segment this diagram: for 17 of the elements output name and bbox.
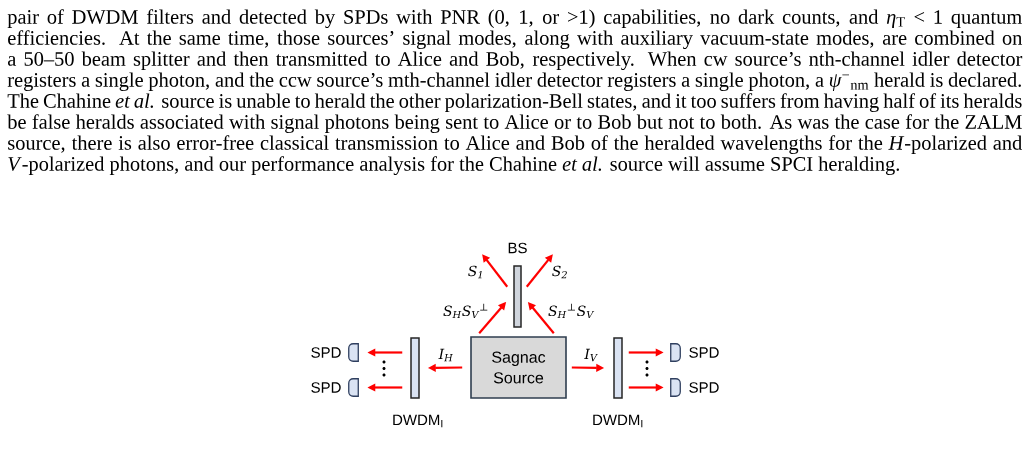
edge-label: I$_{V}$ <box>584 348 598 362</box>
detector-label: SPD <box>311 382 341 393</box>
source-box: Sagnac Source <box>470 336 567 399</box>
component-label: DWDM$_{I}$ <box>593 414 643 428</box>
component-label: BS <box>508 242 527 254</box>
detector-label: SPD <box>689 347 719 358</box>
arrow <box>482 254 509 288</box>
edge-label: S$_{1}$ <box>468 265 482 279</box>
component-label: DWDM$_{I}$ <box>393 414 443 428</box>
edge-label: S$_{2}$ <box>552 265 567 279</box>
detector-label: SPD <box>689 382 719 393</box>
edge-label: S$_{H}$$^{⊥}$S$_{V}$ <box>548 303 595 319</box>
edge-label: I$_{H}$ <box>438 348 453 362</box>
paragraph: pair of DWDM filters and detected by SPDs with PNR (0, 1, or >1) capabilities, no dark counts, and η$_{T}$ < 1 quantum efficiencies. At the same time, those sources’ signal modes, along with auxiliary vacuum-state modes, are combined on a 50–50 beam splitter and then transmitted to Alice and Bob, respectively. When cw source’s nth-channel idler detector registers a single photon, and the ccw source’s mth-channel idler detector registers a single photon, a ψ$^{−}$$_{nm}$ herald is declared. The Chahine et al. source is unable to herald the other polarization-Bell states, and it too suffers from having half of its heralds be false heralds associated with signal photons being sent to Alice or to Bob but not to both. As was the case for the ZALM source, there is also error-free classical transmission to Alice and Bob of the heralded wavelengths for the H-polarized and V-polarized photons, and our performance analysis for the Chahine et al. source will assume SPCI heralding. <box>7 9 1023 176</box>
detector-label: SPD <box>311 347 341 358</box>
edge-label: S$_{H}$S$_{V}$⊥ <box>443 303 488 319</box>
arrow <box>525 254 553 288</box>
